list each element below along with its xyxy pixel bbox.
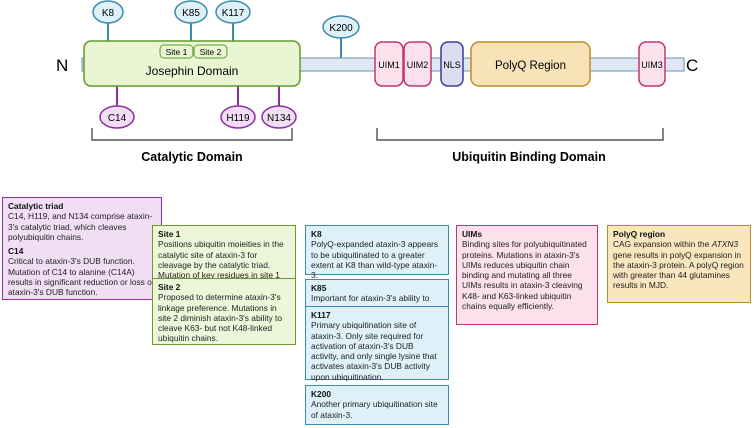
- uims-note: UIMs Binding sites for polyubiquitinated…: [456, 225, 598, 325]
- polyq-note: PolyQ region CAG expansion within the AT…: [607, 225, 751, 303]
- k8-note-title: K8: [311, 229, 322, 239]
- k117-note-title: K117: [311, 310, 331, 320]
- c14-note-title: C14: [8, 246, 24, 256]
- c14-label: C14: [108, 113, 127, 124]
- c14-note-text: Critical to ataxin-3's DUB function. Mut…: [8, 256, 155, 297]
- h119-label: H119: [226, 113, 250, 124]
- uim1-box: [374, 41, 404, 87]
- site2-label: Site 2: [200, 47, 222, 57]
- catalytic-domain-label: Catalytic Domain: [141, 150, 242, 164]
- uim2-box: [403, 41, 432, 87]
- uims-note-text: Binding sites for polyubiquitinated prot…: [462, 239, 587, 311]
- k200-note-title: K200: [311, 389, 332, 399]
- n-terminus-label: N: [56, 56, 68, 75]
- k200-note: K200 Another primary ubiquitination site…: [305, 385, 449, 425]
- polyq-region-label: PolyQ Region: [495, 60, 566, 72]
- k200-label: K200: [329, 23, 353, 34]
- k85-marker: [174, 0, 208, 24]
- atxn3-gene-name: ATXN3: [711, 239, 739, 250]
- site1-note-title: Site 1: [158, 229, 181, 239]
- polyq-note-text-before: CAG expansion within the: [613, 239, 712, 250]
- n134-marker: [261, 105, 297, 129]
- site2-note: Site 2 Proposed to determine ataxin-3's …: [152, 278, 296, 345]
- h119-marker: [220, 105, 256, 129]
- josephin-domain-label: Josephin Domain: [146, 64, 239, 78]
- uim1-label: UIM1: [378, 60, 400, 70]
- polyq-note-text-after: gene results in polyQ expansion in the a…: [613, 249, 744, 291]
- site2-note-title: Site 2: [158, 282, 181, 292]
- ubiquitin-binding-domain-label: Ubiquitin Binding Domain: [452, 150, 605, 164]
- k117-label: K117: [222, 8, 245, 19]
- catalytic-domain-bracket: [91, 128, 293, 141]
- uims-note-title: UIMs: [462, 229, 483, 239]
- polyq-note-title: PolyQ region: [613, 229, 666, 239]
- catalytic-triad-c14-note: Catalytic triad C14, H119, and N134 comp…: [2, 197, 162, 300]
- uim3-label: UIM3: [641, 60, 663, 70]
- k200-marker: [322, 15, 360, 39]
- catalytic-triad-title: Catalytic triad: [8, 201, 64, 211]
- k117-note-text: Primary ubiquitination site of ataxin-3.…: [311, 320, 437, 382]
- polyq-region-box: [470, 41, 591, 87]
- k117-note: K117 Primary ubiquitination site of atax…: [305, 306, 449, 382]
- k8-label: K8: [102, 8, 115, 19]
- site1-box: [159, 44, 194, 59]
- k85-label: K85: [182, 8, 200, 19]
- josephin-domain: [83, 40, 301, 87]
- k200-note-text: Another primary ubiquitination site of a…: [311, 399, 438, 420]
- site2-note-text: Proposed to determine ataxin-3's linkage…: [158, 292, 283, 344]
- k85-note-title: K85: [311, 283, 327, 293]
- site1-label: Site 1: [166, 47, 188, 57]
- c14-marker: [99, 105, 135, 129]
- n134-label: N134: [267, 113, 291, 124]
- uim2-label: UIM2: [407, 60, 429, 70]
- c-terminus-label: C: [686, 56, 698, 75]
- site2-box: [193, 44, 228, 59]
- ubiquitin-binding-domain-bracket: [376, 128, 664, 141]
- ataxin3-domain-diagram: N C Josephin Domain Site 1 Site 2 K8 K85…: [56, 0, 698, 164]
- k117-marker: [215, 0, 251, 24]
- k8-note-text: PolyQ-expanded ataxin-3 appears to be ub…: [311, 239, 439, 280]
- nls-label: NLS: [443, 60, 461, 70]
- k8-marker: [92, 0, 124, 24]
- nls-box: [440, 41, 464, 87]
- uim3-box: [638, 41, 666, 87]
- k8-note: K8 PolyQ-expanded ataxin-3 appears to be…: [305, 225, 449, 280]
- catalytic-triad-text: C14, H119, and N134 comprise ataxin-3's …: [8, 211, 153, 242]
